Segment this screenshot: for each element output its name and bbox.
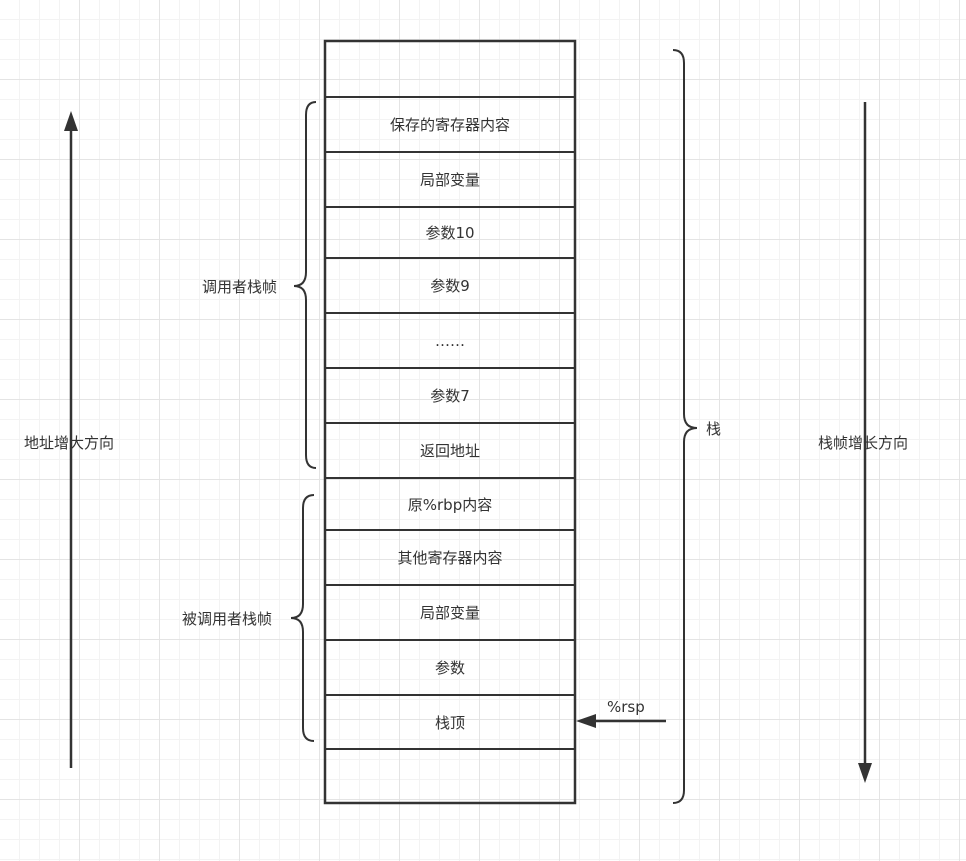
caller-frame-brace: [293, 101, 317, 469]
stack-cell-empty-top: [324, 41, 576, 97]
stack-cell-args: 参数: [434, 659, 465, 677]
stack-cell-ellipsis: ……: [435, 331, 465, 350]
stack-brace: [672, 49, 698, 804]
rsp-label: %rsp: [607, 698, 645, 716]
address-direction-arrow-head: [64, 111, 78, 131]
growth-direction-arrow-head: [858, 763, 872, 783]
stack-dividers: [325, 96, 575, 750]
stack-cell-top: 栈顶: [434, 713, 465, 732]
stack-cell-saved-rbp: 原%rbp内容: [407, 495, 493, 514]
growth-direction-label: 栈帧增长方向: [818, 434, 909, 452]
callee-frame-label: 被调用者栈帧: [182, 610, 273, 628]
callee-frame-brace: [290, 494, 315, 742]
stack-cell-arg9: 参数9: [430, 277, 470, 295]
stack-cell-arg10: 参数10: [425, 224, 475, 242]
stack-cell-callee-locals: 局部变量: [419, 604, 480, 622]
caller-frame-label: 调用者栈帧: [202, 278, 278, 296]
stack-label: 栈: [706, 420, 722, 438]
stack-cell-empty-bottom: [324, 749, 576, 803]
stack-cell-saved-registers: 保存的寄存器内容: [389, 116, 510, 134]
stack-cell-other-registers: 其他寄存器内容: [397, 549, 503, 567]
stack-cell-caller-locals: 局部变量: [419, 171, 480, 189]
address-direction-label: 地址增大方向: [24, 434, 115, 452]
stack-cell-return-address: 返回地址: [419, 442, 480, 460]
stack-cell-arg7: 参数7: [430, 387, 470, 405]
stack-cells: 保存的寄存器内容 局部变量 参数10 参数9 …… 参数7 返回地址 原%rbp…: [324, 40, 576, 804]
rsp-arrow-head: [576, 714, 596, 728]
